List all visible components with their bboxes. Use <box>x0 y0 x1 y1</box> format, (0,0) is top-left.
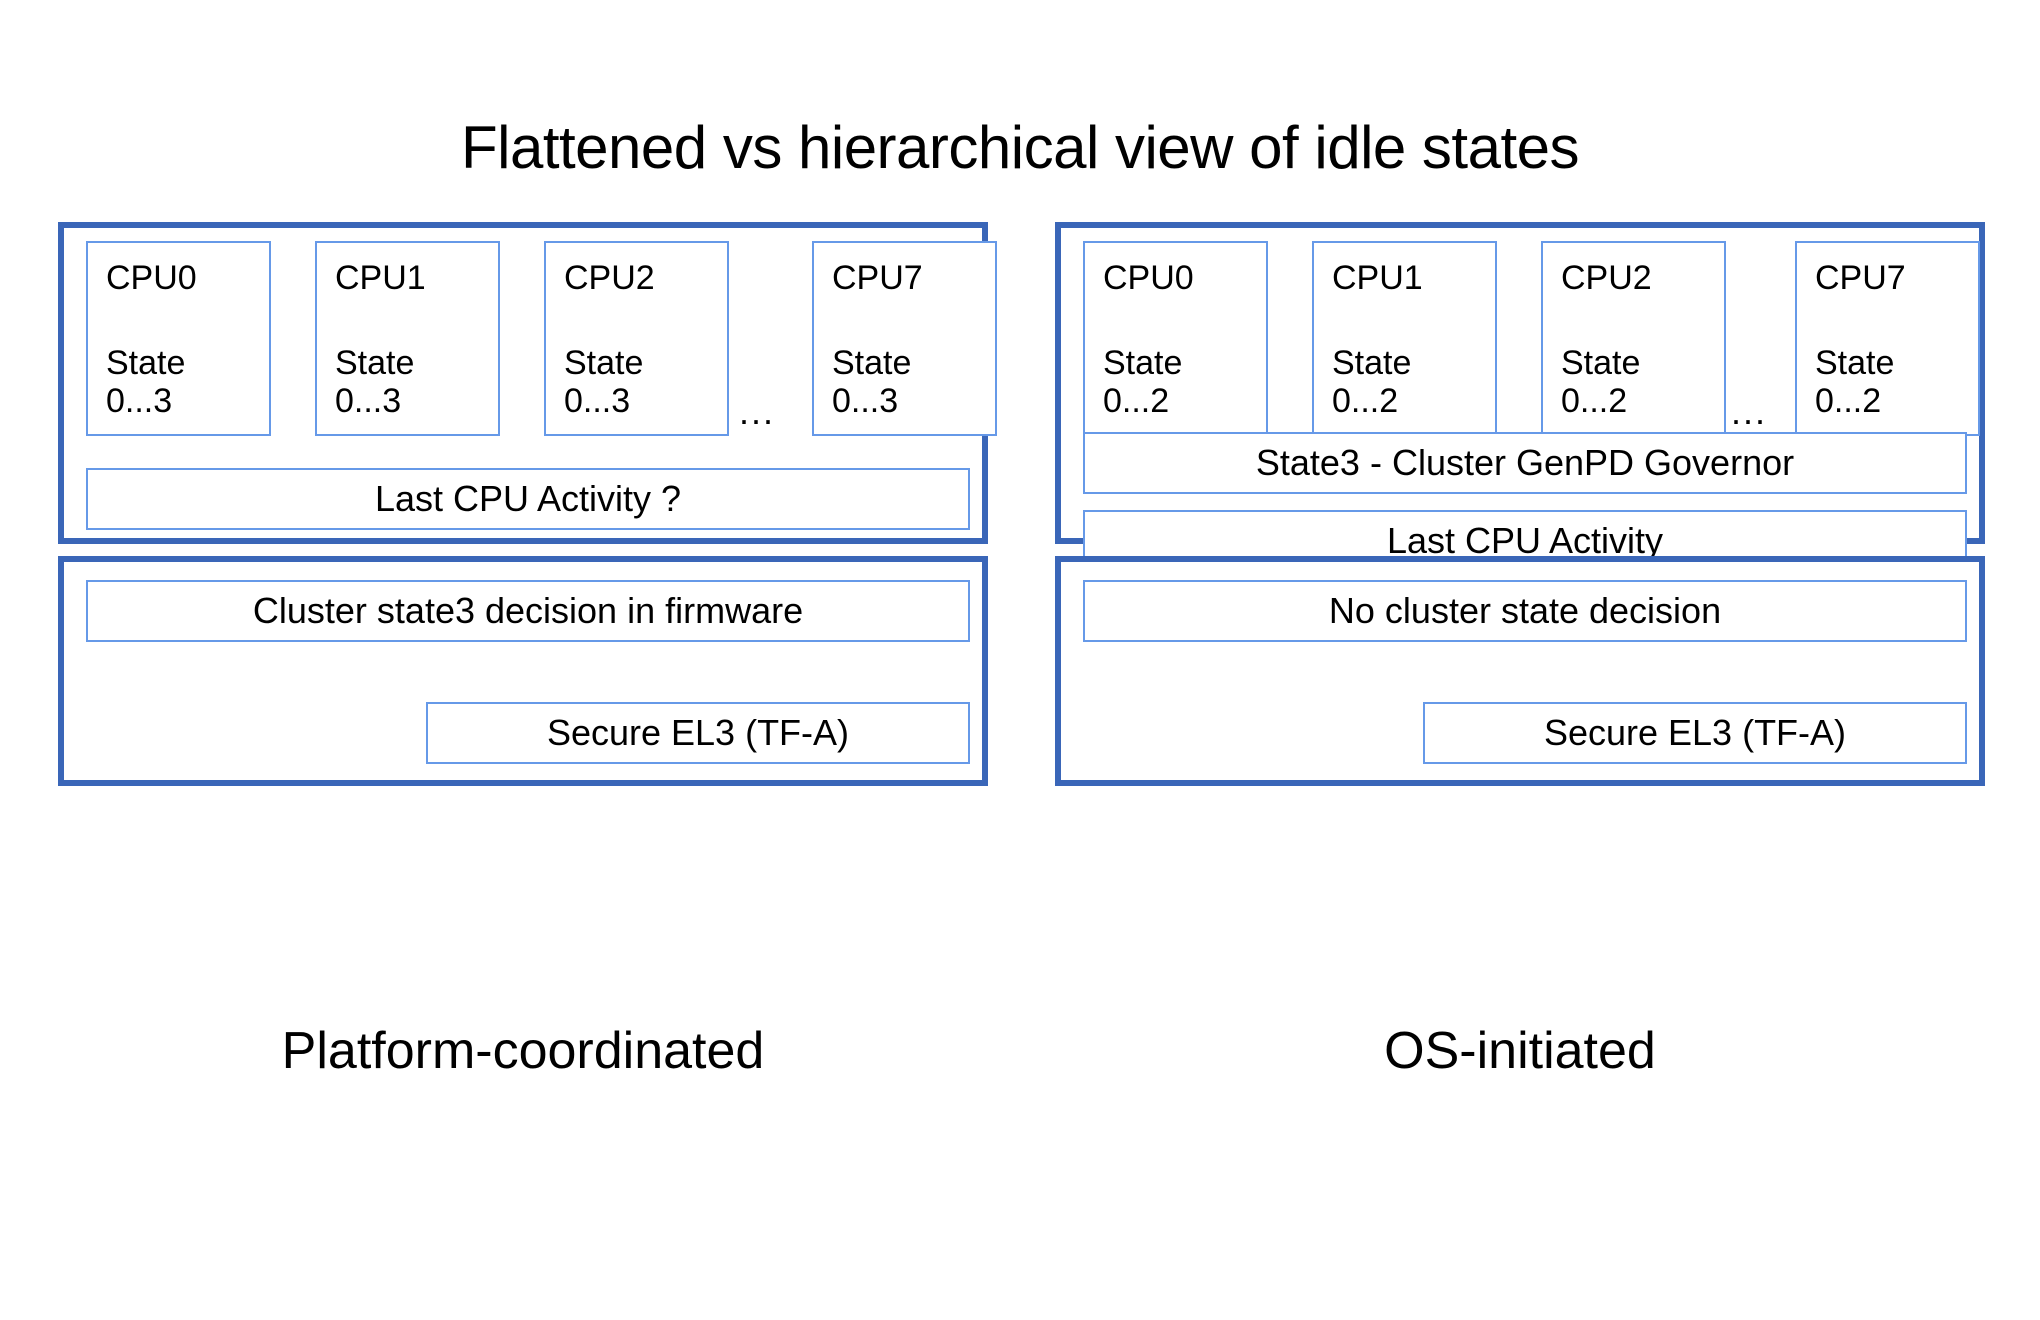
cpu-state-range: 0...2 <box>1103 382 1170 420</box>
diagram-column-platform-coordinated: CPU0 State 0...3 CPU1 State 0...3 CPU2 S… <box>58 222 997 786</box>
bar-last-cpu-activity-platform[interactable]: Last CPU Activity ? <box>86 468 970 530</box>
cpu-box-cpu1-platform[interactable]: CPU1 State 0...3 <box>315 241 500 436</box>
cpu-label: CPU2 <box>564 259 655 297</box>
panel-secure-el3-platform: Cluster state3 decision in firmware Secu… <box>58 556 988 786</box>
cpu-label: CPU0 <box>1103 259 1194 297</box>
cpu-box-cpu2-platform[interactable]: CPU2 State 0...3 <box>544 241 729 436</box>
bar-cluster-state-decision-platform[interactable]: Cluster state3 decision in firmware <box>86 580 970 642</box>
cpu-state-range: 0...2 <box>1815 382 1882 420</box>
cpu-box-cpu2-os[interactable]: CPU2 State 0...2 <box>1541 241 1726 436</box>
cpu-box-cpu7-os[interactable]: CPU7 State 0...2 <box>1795 241 1980 436</box>
cpu-label: CPU7 <box>832 259 923 297</box>
bar-cluster-state-decision-os[interactable]: No cluster state decision <box>1083 580 1967 642</box>
cpu-label: CPU0 <box>106 259 197 297</box>
cpu-state-label: State <box>1561 344 1641 382</box>
cpu-label: CPU2 <box>1561 259 1652 297</box>
cpu-box-cpu7-platform[interactable]: CPU7 State 0...3 <box>812 241 997 436</box>
cpu-state-label: State <box>832 344 912 382</box>
cpu-state-range: 0...3 <box>832 382 899 420</box>
caption-os-initiated: OS-initiated <box>1384 1022 1656 1080</box>
cpu-label: CPU7 <box>1815 259 1906 297</box>
cpu-row-os: CPU0 State 0...2 CPU1 State 0...2 CPU2 S… <box>1083 241 1980 436</box>
panel-non-secure-el1-platform: CPU0 State 0...3 CPU1 State 0...3 CPU2 S… <box>58 222 997 669</box>
cpu-state-range: 0...3 <box>564 382 631 420</box>
cpu-state-range: 0...2 <box>1332 382 1399 420</box>
cpu-label: CPU1 <box>335 259 426 297</box>
badge-secure-el3-os: Secure EL3 (TF-A) <box>1423 702 1967 764</box>
panel-non-secure-el1-os: CPU0 State 0...2 CPU1 State 0...2 CPU2 S… <box>1055 222 1985 669</box>
cpu-state-range: 0...2 <box>1561 382 1628 420</box>
cpu-state-range: 0...3 <box>106 382 173 420</box>
page-title: Flattened vs hierarchical view of idle s… <box>460 114 1580 181</box>
cpu-state-label: State <box>564 344 644 382</box>
bar-cluster-genpd-governor-os[interactable]: State3 - Cluster GenPD Governor <box>1083 432 1967 494</box>
caption-platform-coordinated: Platform-coordinated <box>281 1022 765 1080</box>
cpu-box-cpu1-os[interactable]: CPU1 State 0...2 <box>1312 241 1497 436</box>
cpu-box-cpu0-platform[interactable]: CPU0 State 0...3 <box>86 241 271 436</box>
cpu-state-label: State <box>335 344 415 382</box>
panel-secure-el3-os: No cluster state decision Secure EL3 (TF… <box>1055 556 1985 786</box>
cpu-row-platform: CPU0 State 0...3 CPU1 State 0...3 CPU2 S… <box>86 241 997 436</box>
badge-secure-el3-platform: Secure EL3 (TF-A) <box>426 702 970 764</box>
cpu-ellipsis-os: ... <box>1731 391 1768 432</box>
cpu-state-label: State <box>1332 344 1412 382</box>
cpu-box-cpu0-os[interactable]: CPU0 State 0...2 <box>1083 241 1268 436</box>
diagram-column-os-initiated: CPU0 State 0...2 CPU1 State 0...2 CPU2 S… <box>1055 222 1985 786</box>
cpu-ellipsis-platform: ... <box>739 391 776 432</box>
cpu-state-range: 0...3 <box>335 382 402 420</box>
cpu-state-label: State <box>1815 344 1895 382</box>
cpu-label: CPU1 <box>1332 259 1423 297</box>
cpu-state-label: State <box>1103 344 1183 382</box>
cpu-state-label: State <box>106 344 186 382</box>
